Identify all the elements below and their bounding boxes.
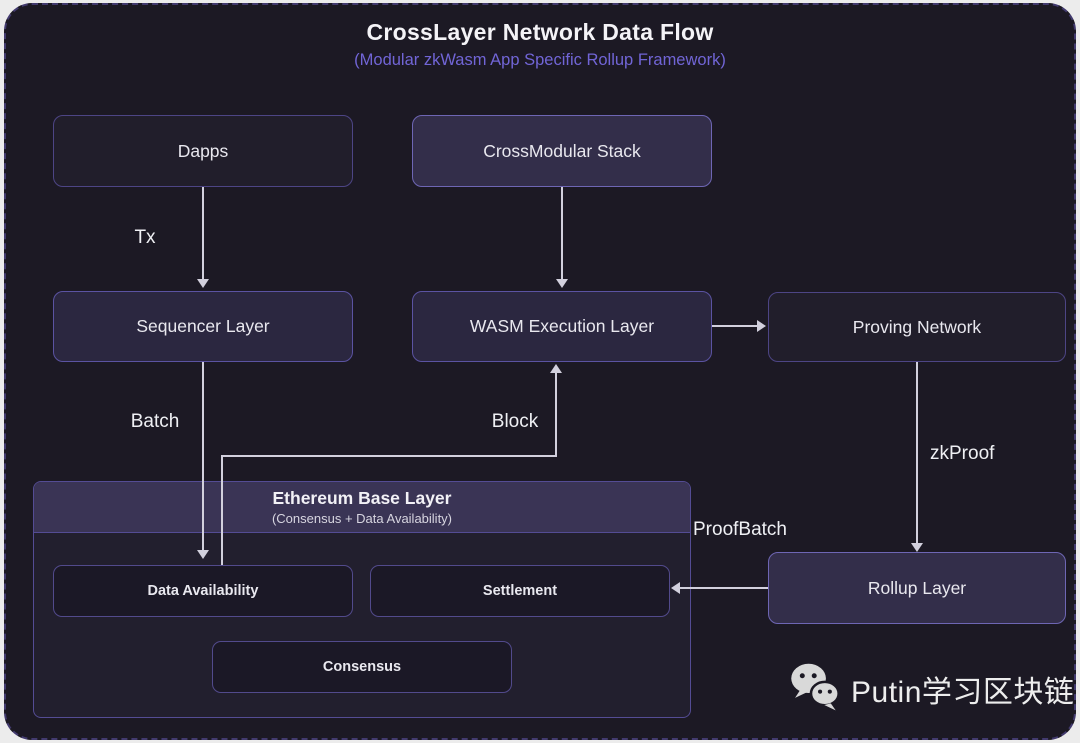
ethereum-base-layer-header: Ethereum Base Layer (Consensus + Data Av… — [34, 482, 690, 533]
node-dapps-label: Dapps — [177, 140, 229, 161]
edge-proofbatch-line — [680, 587, 768, 589]
node-sequencer-layer: Sequencer Layer — [53, 291, 353, 362]
watermark-text: Putin学习区块链 — [851, 675, 1075, 709]
node-dapps: Dapps — [53, 115, 353, 187]
node-data-availability: Data Availability — [53, 565, 353, 617]
node-proving-network: Proving Network — [768, 292, 1066, 362]
node-settlement-label: Settlement — [482, 583, 558, 599]
edge-label-proofbatch: ProofBatch — [693, 519, 787, 540]
edge-block-line-vertical-right — [555, 373, 557, 457]
edge-label-zkproof: zkProof — [930, 443, 995, 464]
watermark: Putin学习区块链 — [788, 660, 1074, 717]
node-settlement: Settlement — [370, 565, 670, 617]
edge-block-line-horizontal — [221, 455, 557, 457]
node-consensus-label: Consensus — [322, 659, 402, 675]
edge-batch-arrowhead — [197, 550, 209, 559]
edge-block-line-vertical-left — [221, 455, 223, 565]
edge-zkproof-line — [916, 362, 918, 544]
ethereum-base-layer-subtitle: (Consensus + Data Availability) — [271, 511, 453, 526]
node-wasm-execution-layer-label: WASM Execution Layer — [469, 316, 655, 336]
edge-block-arrowhead — [550, 364, 562, 373]
edge-tx-line — [202, 187, 204, 279]
node-crossmodular-stack: CrossModular Stack — [412, 115, 712, 187]
edge-wasm-proving-arrowhead — [757, 320, 766, 332]
diagram-subtitle: (Modular zkWasm App Specific Rollup Fram… — [354, 51, 726, 69]
node-rollup-layer-label: Rollup Layer — [867, 577, 967, 598]
node-data-availability-label: Data Availability — [147, 583, 259, 599]
node-crossmodular-stack-label: CrossModular Stack — [483, 140, 641, 161]
edge-label-block: Block — [491, 411, 539, 432]
edge-label-batch: Batch — [130, 411, 180, 432]
edge-batch-line — [202, 362, 204, 550]
edge-wasm-proving-line — [712, 325, 758, 327]
node-sequencer-layer-label: Sequencer Layer — [136, 316, 270, 336]
node-rollup-layer: Rollup Layer — [768, 552, 1066, 624]
node-proving-network-label: Proving Network — [852, 316, 982, 337]
node-consensus: Consensus — [212, 641, 512, 693]
diagram-title: CrossLayer Network Data Flow — [366, 19, 714, 45]
edge-crossmodular-wasm-arrowhead — [556, 279, 568, 288]
edge-zkproof-arrowhead — [911, 543, 923, 552]
edge-label-tx: Tx — [134, 227, 156, 248]
edge-crossmodular-wasm-line — [561, 187, 563, 279]
edge-proofbatch-arrowhead — [671, 582, 680, 594]
ethereum-base-layer-title: Ethereum Base Layer — [272, 488, 452, 508]
edge-tx-arrowhead — [197, 279, 209, 288]
node-wasm-execution-layer: WASM Execution Layer — [412, 291, 712, 362]
wechat-icon — [788, 660, 841, 717]
